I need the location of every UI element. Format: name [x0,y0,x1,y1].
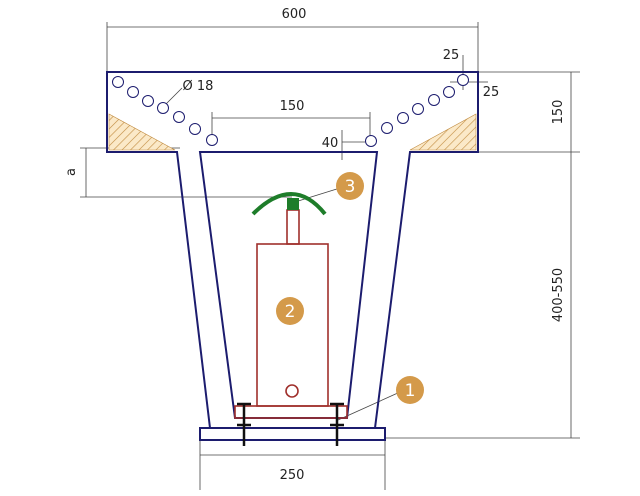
hatch-left [108,113,176,151]
dim-hole-spacing: 150 [280,99,305,114]
hatch-right [409,113,477,151]
callout-1-label: 1 [405,381,416,401]
dim-web-height: 400-550 [551,268,566,322]
anchor-bolts [237,402,344,446]
dim-hole-diameter: Ø 18 [183,79,214,94]
dim-corner-x: 25 [443,48,460,63]
callout-2-label: 2 [285,302,296,322]
dim-top-width: 600 [282,7,307,22]
dim-edge-offset: 40 [322,136,339,151]
callout-3-label: 3 [345,177,356,197]
dim-corner-y: 25 [483,85,500,100]
bearing-arch [251,192,327,216]
callout-3: 3 [336,172,364,200]
dimension-lines [80,22,580,490]
callout-1: 1 [396,376,424,404]
tendon-holes [112,74,469,147]
dim-gap: a [64,168,79,176]
dim-base-width: 250 [280,468,305,483]
callout-2: 2 [276,297,304,325]
dim-top-height: 150 [551,100,566,125]
